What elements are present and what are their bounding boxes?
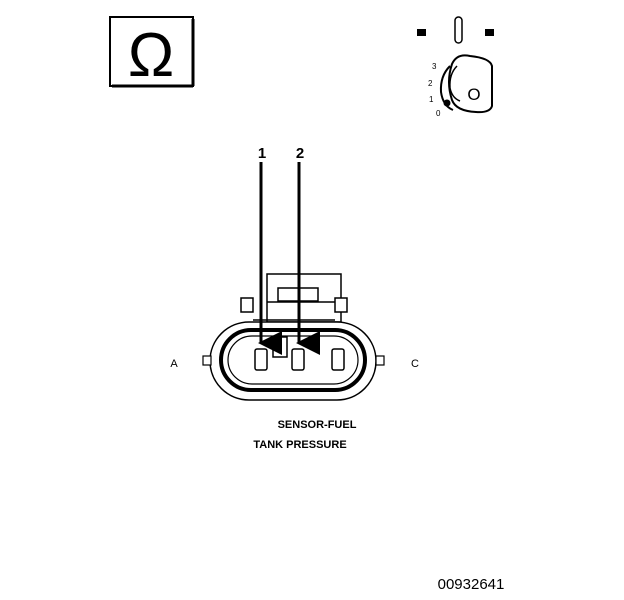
ignition-position-2: 2 bbox=[428, 79, 433, 88]
terminal-cavity-a bbox=[254, 348, 268, 371]
connector-housing bbox=[240, 273, 348, 323]
figure-id: 00932641 bbox=[438, 576, 505, 593]
ignition-position-3: 3 bbox=[432, 62, 437, 71]
connector-key bbox=[272, 336, 288, 358]
component-name-line-2: TANK PRESSURE bbox=[253, 439, 346, 451]
component-name-line-1: SENSOR-FUEL bbox=[278, 419, 357, 431]
pin-label-2: 2 bbox=[296, 145, 304, 162]
pin-label-1: 1 bbox=[258, 145, 266, 162]
ignition-bar-left bbox=[417, 29, 426, 36]
cavity-label-c: C bbox=[411, 358, 419, 370]
ignition-switch-symbol: O 3 2 1 0 bbox=[417, 16, 494, 118]
ignition-position-0: 0 bbox=[436, 109, 441, 118]
connector-face bbox=[202, 321, 385, 401]
cavity-label-a: A bbox=[170, 358, 178, 370]
terminal-cavity-c bbox=[331, 348, 345, 371]
terminal-cavity-b bbox=[291, 348, 305, 371]
ohm-icon: Ω bbox=[128, 21, 174, 90]
ignition-position-1: 1 bbox=[429, 95, 434, 104]
ignition-key-icon bbox=[448, 54, 493, 114]
key-letter: O bbox=[467, 85, 480, 104]
ignition-bar-right bbox=[485, 29, 494, 36]
ohmmeter-symbol: Ω bbox=[109, 16, 195, 90]
ignition-slot bbox=[454, 16, 463, 44]
